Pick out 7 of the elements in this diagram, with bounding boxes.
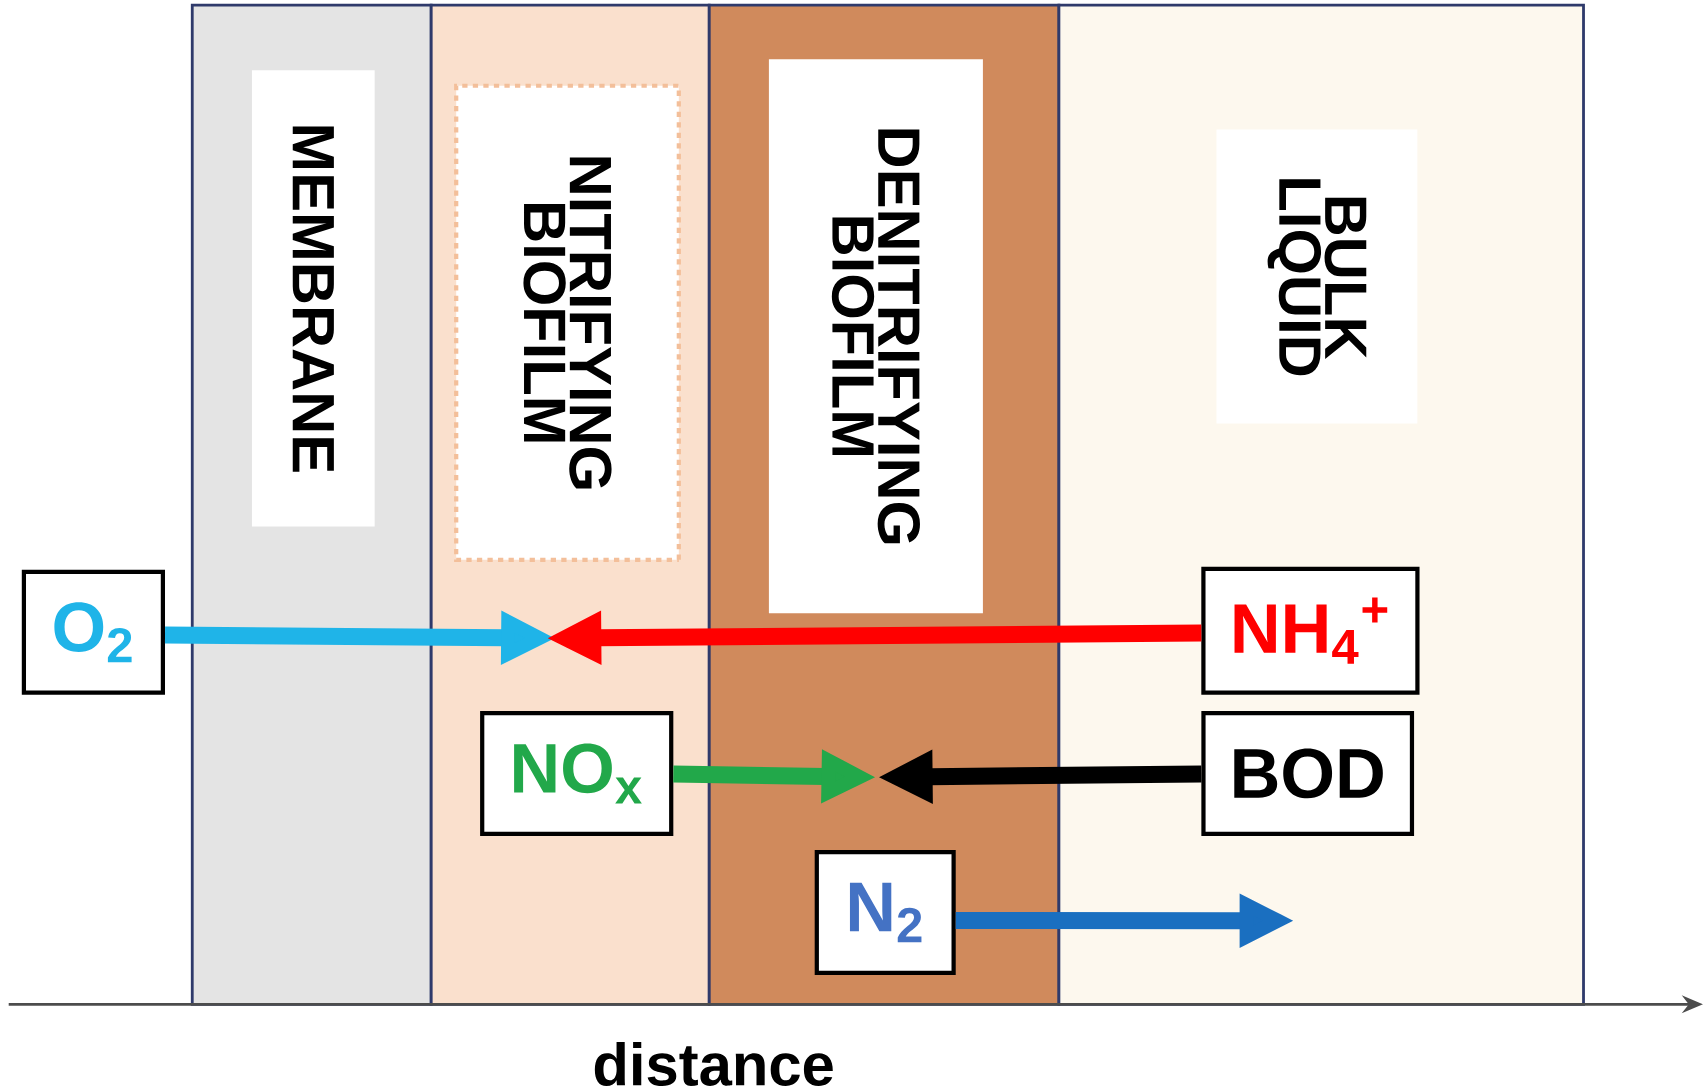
label-box: NO$_{x}$ (480, 711, 674, 836)
label-box: O$_{2}$ (21, 569, 165, 695)
label-box: NH$_{4}$+ (1201, 566, 1420, 695)
axis-label: distance (594, 1042, 833, 1086)
label-box: N$_{2}$ (814, 850, 956, 975)
membrane-band: MEMBRANE (190, 3, 433, 1006)
label-box: BOD (1201, 711, 1415, 836)
